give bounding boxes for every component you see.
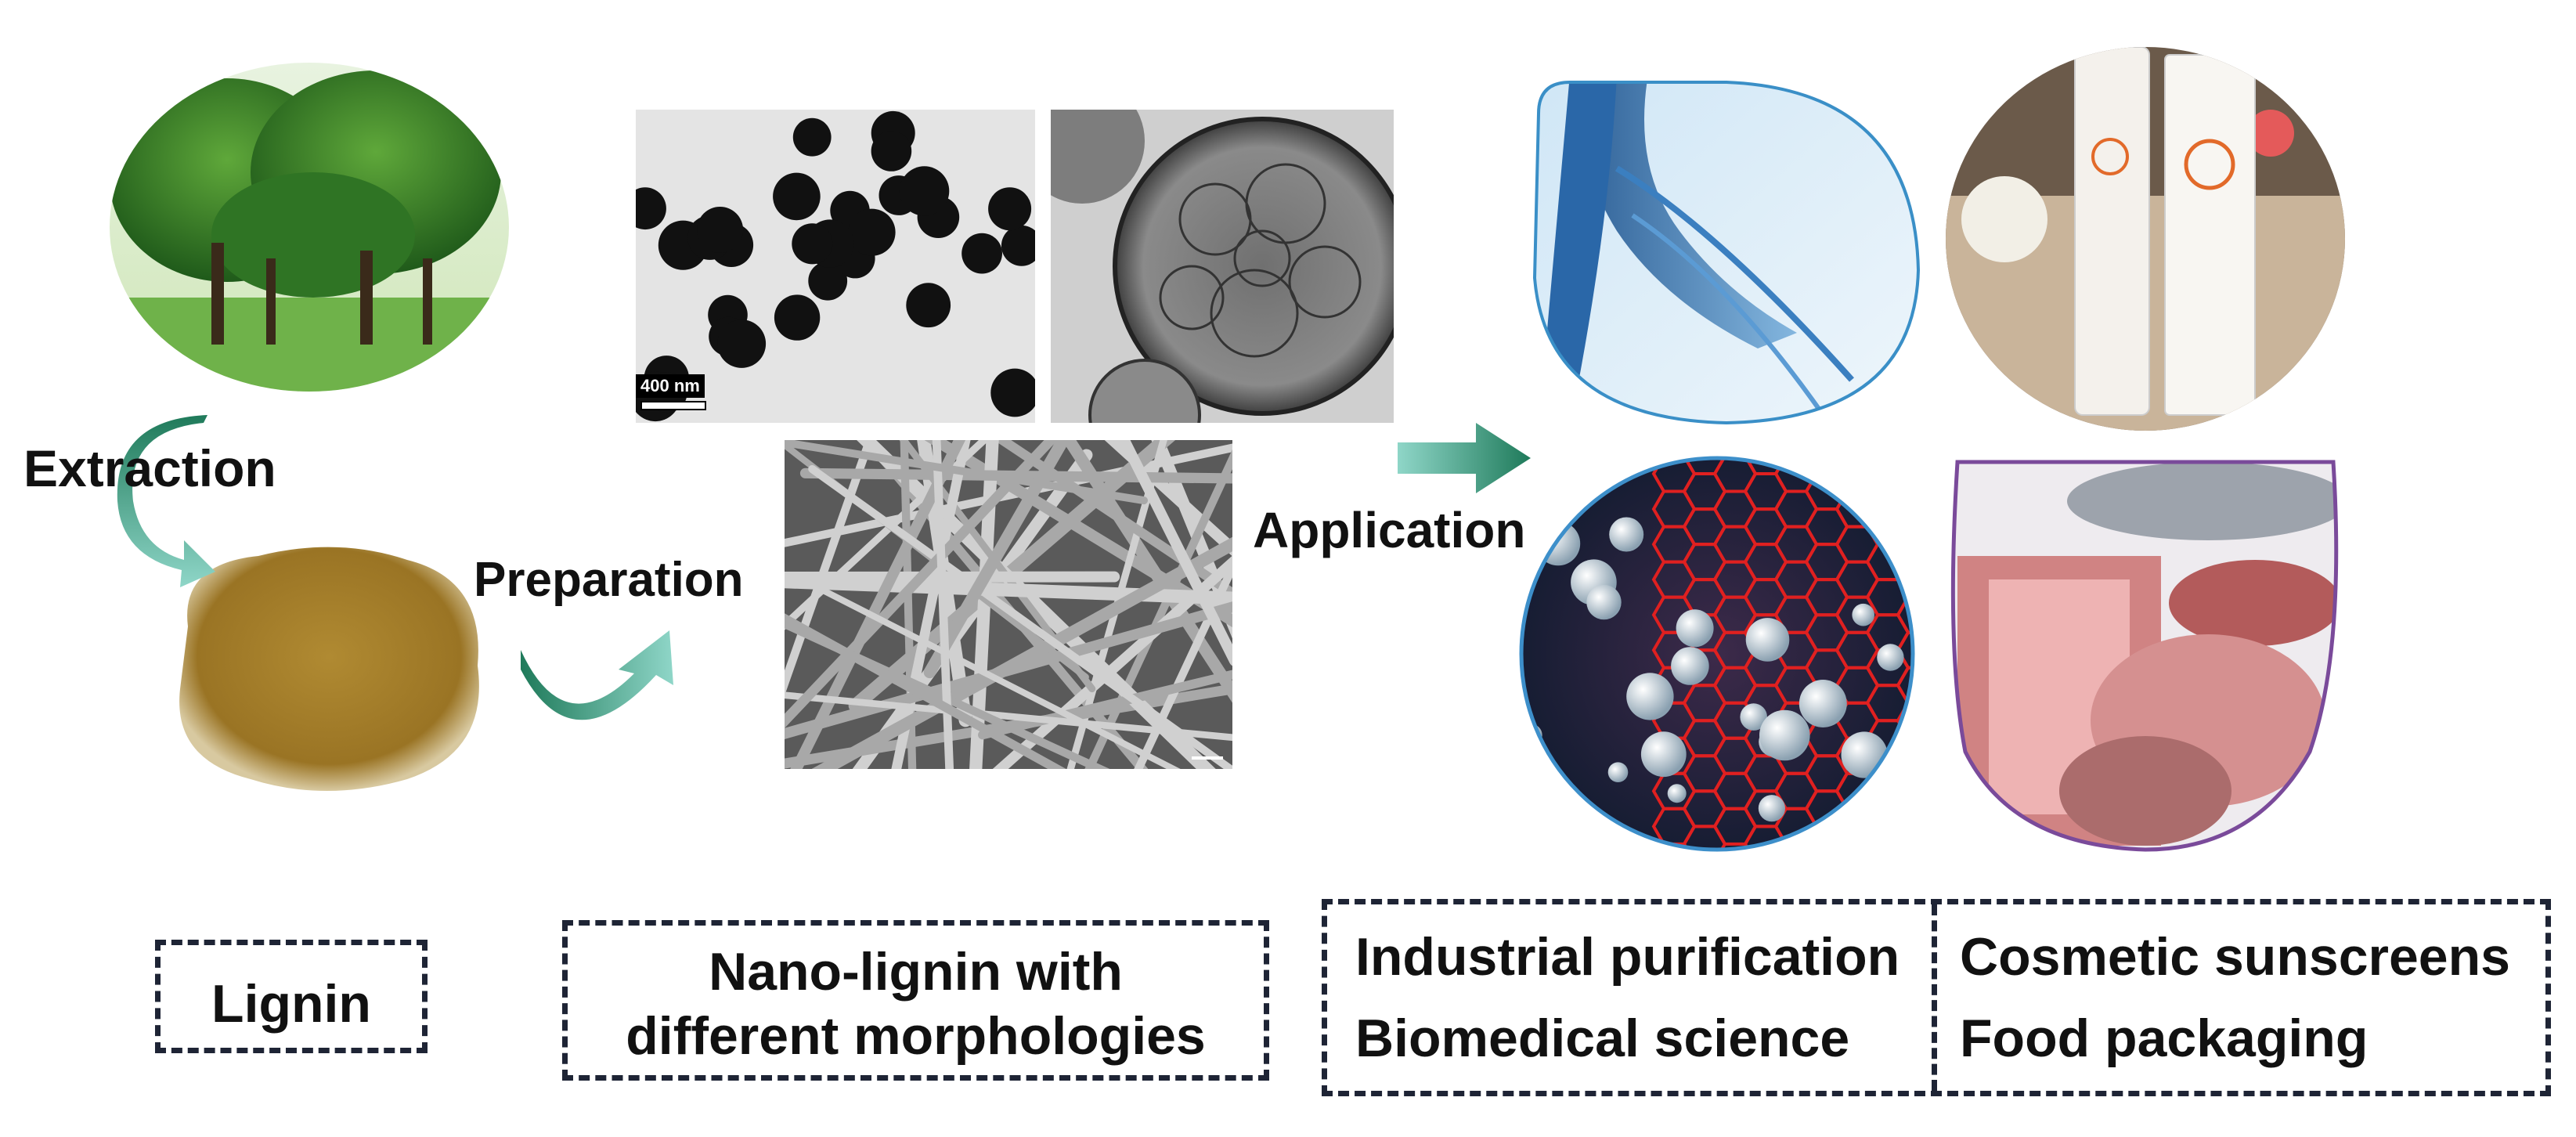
scale-bar-label: 400 nm — [636, 374, 705, 398]
water-purification-image — [1523, 74, 1922, 427]
application-label: Application — [1253, 502, 1526, 558]
lignin-box-label: Lignin — [211, 974, 371, 1034]
preparation-label: Preparation — [474, 553, 744, 607]
tem-nanospheres-image: 400 nm — [636, 110, 1035, 423]
tem-hollow-sphere-image — [1051, 110, 1394, 423]
cosmetic-sunscreen-image — [1942, 39, 2349, 431]
sem-nanofibers-image — [785, 440, 1232, 769]
food-packaging-label: Food packaging — [1960, 1009, 2369, 1068]
trees-image — [110, 63, 509, 392]
nano-lignin-line1: Nano-lignin with — [709, 942, 1123, 1002]
food-packaging-image — [1942, 454, 2349, 854]
nano-lignin-box: Nano-lignin with different morphologies — [562, 920, 1269, 1081]
lignin-powder-image — [157, 532, 493, 799]
lignin-box: Lignin — [155, 940, 428, 1053]
biomedical-science-label: Biomedical science — [1355, 1009, 1850, 1068]
application-arrow-icon — [1398, 423, 1531, 493]
sem-scale-bar — [1192, 756, 1223, 760]
applications-box: Industrial purification Biomedical scien… — [1322, 899, 2551, 1096]
nano-lignin-line2: different morphologies — [626, 1006, 1206, 1066]
applications-divider — [1932, 904, 1937, 1091]
extraction-arrow-icon — [110, 415, 219, 587]
scale-bar — [640, 401, 706, 410]
industrial-purification-label: Industrial purification — [1355, 927, 1900, 987]
preparation-arrow-icon — [517, 626, 689, 736]
biomedical-science-image — [1517, 454, 1917, 854]
cosmetic-sunscreens-label: Cosmetic sunscreens — [1960, 927, 2510, 987]
extraction-label: Extraction — [23, 439, 276, 497]
